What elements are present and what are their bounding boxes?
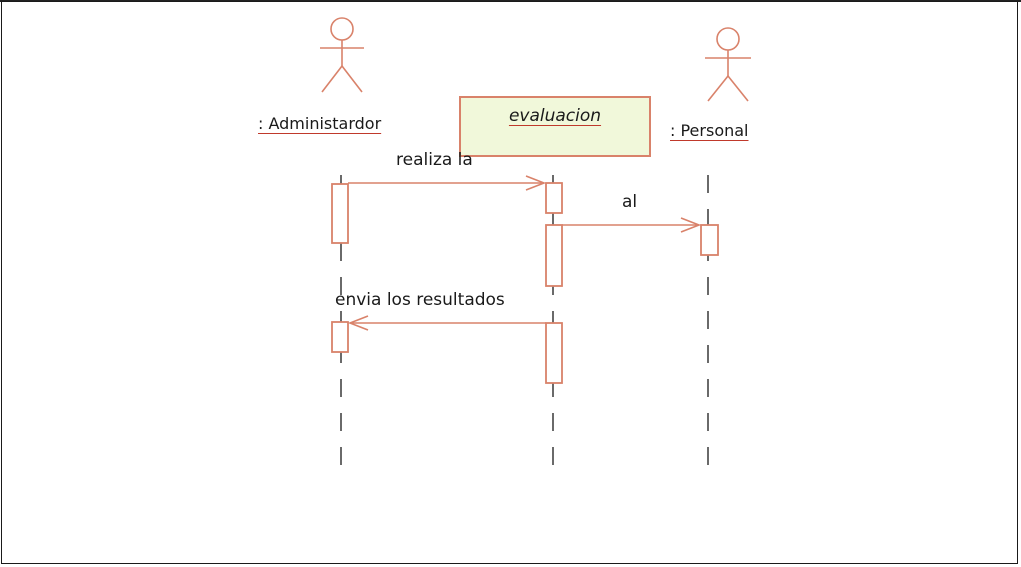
object-evaluacion: evaluacion <box>459 96 651 157</box>
activation-eval-1 <box>545 182 563 214</box>
message-label-al: al <box>622 192 638 212</box>
message-arrow-envia-los-resultados <box>347 315 546 331</box>
message-arrow-al <box>562 217 702 233</box>
activation-eval-3 <box>545 322 563 384</box>
activation-personal-1 <box>700 224 719 256</box>
activation-eval-2 <box>545 224 563 287</box>
message-label-envia-los-resultados: envia los resultados <box>335 290 505 310</box>
actor-personal-icon <box>705 27 751 102</box>
activation-admin-1 <box>331 183 349 244</box>
actor-administrador-icon <box>320 17 364 93</box>
message-arrow-realiza-la <box>348 175 547 191</box>
message-label-realiza-la: realiza la <box>396 150 473 170</box>
activation-admin-2 <box>331 321 349 353</box>
object-evaluacion-label: evaluacion <box>508 106 602 126</box>
actor-administrador-label: : Administardor <box>258 114 382 133</box>
actor-personal-label: : Personal <box>670 121 749 140</box>
